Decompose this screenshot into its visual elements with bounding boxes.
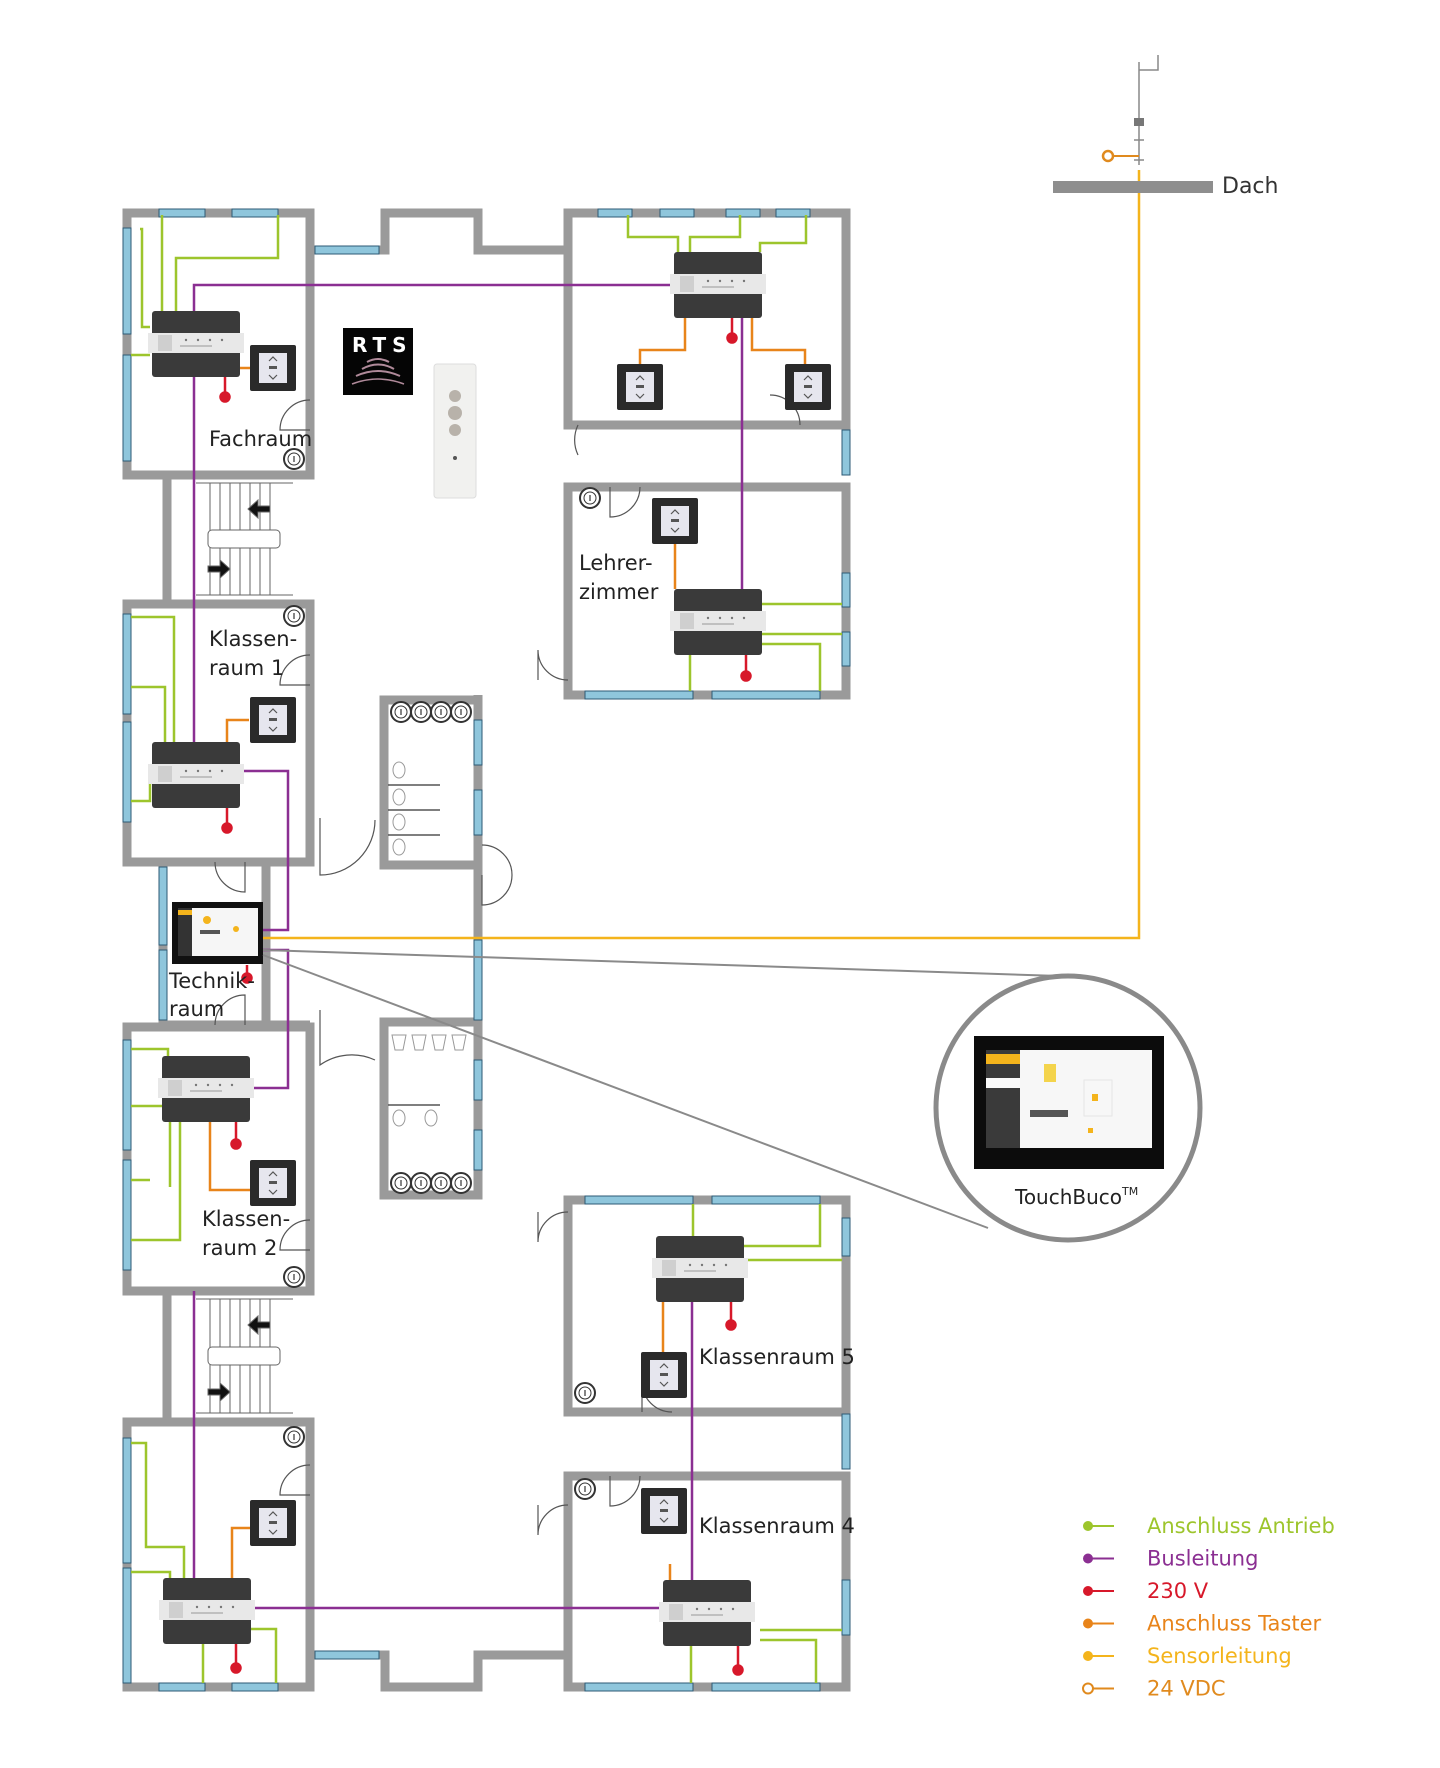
wall-switch-icon — [640, 1351, 688, 1399]
wall-switch-icon — [616, 363, 664, 411]
wire-24vdc — [1101, 149, 1139, 163]
wc-fixtures — [388, 701, 472, 1194]
wall-klassenraum3 — [122, 1417, 315, 1692]
control-box-klassenraum5 — [651, 1235, 749, 1303]
rts-badge-icon: RTS — [343, 328, 413, 395]
doors — [214, 394, 801, 1536]
room-sinks — [283, 448, 601, 1500]
legend-marker-icon — [1083, 1553, 1093, 1564]
control-box-lehrerzimmer — [669, 588, 767, 656]
room-label-klassenraum4: Klassenraum 4 — [699, 1514, 855, 1538]
wall-switch-icon — [249, 696, 297, 744]
room-label-lehrerzimmer-1: Lehrer- — [579, 551, 653, 575]
wall-klassenraum5 — [563, 1195, 851, 1417]
wires-230v — [219, 318, 752, 1676]
legend-marker-icon — [1083, 1586, 1093, 1596]
touchbuco-label: TouchBucoTM — [1014, 1185, 1138, 1209]
legend-label: Anschluss Antrieb — [1147, 1514, 1335, 1538]
wall-switch-icon — [249, 1499, 297, 1547]
room-label-fachraum: Fachraum — [209, 427, 312, 451]
legend-label: Busleitung — [1147, 1547, 1258, 1571]
staircase-upper — [196, 482, 293, 596]
room-label-lehrerzimmer-2: zimmer — [579, 580, 659, 604]
legend-item: Anschluss Taster — [1083, 1612, 1321, 1636]
windows — [122, 208, 851, 1692]
zoom-leader-lines — [262, 949, 1061, 1229]
legend-marker-icon — [1083, 1618, 1093, 1629]
wall-switch-icon — [651, 497, 699, 545]
remote-control-icon — [433, 363, 477, 499]
wall-switch-icon — [640, 1487, 688, 1535]
legend-marker-icon — [1083, 1651, 1093, 1661]
walls — [122, 208, 851, 1692]
legend-marker-icon — [1082, 1682, 1094, 1695]
wall-switch-icon — [249, 344, 297, 392]
touchbuco-device-small — [172, 902, 263, 964]
wall-switch-icon — [249, 1159, 297, 1207]
touchbuco-callout: TouchBucoTM — [933, 973, 1203, 1243]
control-box-fachraum — [147, 310, 245, 378]
wires-antrieb — [131, 215, 842, 1683]
legend-label: Anschluss Taster — [1147, 1612, 1321, 1636]
legend-item: Busleitung — [1083, 1547, 1258, 1571]
legend-label: 230 V — [1147, 1579, 1209, 1603]
staircase-lower — [196, 1298, 293, 1414]
wall-klassenraum2 — [122, 1022, 315, 1296]
control-box-klassenraum4 — [658, 1579, 756, 1647]
roof-label: Dach — [1222, 174, 1278, 199]
legend-marker-icon — [1083, 1521, 1093, 1531]
control-box-klassenraum2 — [157, 1055, 255, 1123]
wires-taster — [208, 318, 807, 1580]
wire-sensor — [263, 170, 1141, 940]
legend-item: 24 VDC — [1082, 1677, 1226, 1701]
room-label-klassenraum1-2: raum 1 — [209, 656, 284, 680]
wall-top-right-room — [563, 208, 851, 430]
wall-fachraum — [122, 208, 315, 480]
control-box-klassenraum3 — [158, 1577, 256, 1645]
control-box-top-right — [669, 251, 767, 319]
weather-station-icon — [1134, 55, 1159, 165]
legend-item: 230 V — [1083, 1579, 1209, 1603]
room-label-klassenraum2-1: Klassen- — [202, 1207, 290, 1231]
room-label-technikraum-2: raum — [169, 997, 224, 1021]
legend-item: Sensorleitung — [1083, 1644, 1292, 1668]
roof: Dach — [1053, 174, 1278, 199]
room-labels: Fachraum Lehrer- zimmer Klassen- raum 1 … — [168, 427, 855, 1538]
control-box-klassenraum1 — [147, 741, 245, 809]
room-label-klassenraum2-2: raum 2 — [202, 1236, 277, 1260]
room-label-klassenraum5: Klassenraum 5 — [699, 1345, 855, 1369]
wall-switch-icon — [784, 363, 832, 411]
legend-label: Sensorleitung — [1147, 1644, 1292, 1668]
room-label-technikraum-1: Technik- — [168, 969, 255, 993]
room-label-klassenraum1-1: Klassen- — [209, 627, 297, 651]
legend-label: 24 VDC — [1147, 1677, 1226, 1701]
rts-label: RTS — [352, 333, 413, 357]
legend-item: Anschluss Antrieb — [1083, 1514, 1335, 1538]
